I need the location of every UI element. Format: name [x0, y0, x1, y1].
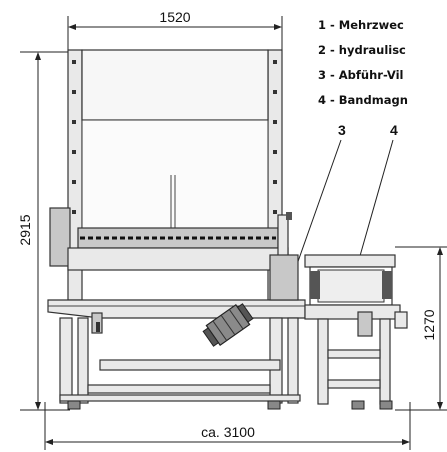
dimension-right-height: 1270 — [395, 246, 447, 411]
dimension-left-label: 2915 — [17, 214, 33, 245]
legend-item-1: 1 - Mehrzwec — [318, 18, 404, 32]
magnet-stand — [317, 311, 393, 410]
band-magnet — [304, 254, 408, 329]
base-frame — [59, 312, 301, 410]
press-section — [67, 212, 292, 271]
dimension-bottom-label: ca. 3100 — [201, 424, 255, 440]
legend-item-4: 4 - Bandmagn — [318, 93, 408, 107]
callout-3-label: 3 — [338, 122, 346, 138]
vibration-motor — [202, 303, 254, 347]
legend-item-3: 3 - Abführ-Vil — [318, 68, 403, 82]
dimension-bottom-width: ca. 3100 — [44, 402, 411, 450]
legend: 1 - Mehrzwec 2 - hydraulisc 3 - Abführ-V… — [318, 18, 408, 107]
callout-4-label: 4 — [390, 122, 398, 138]
dimension-top-label: 1520 — [159, 9, 190, 25]
drive-motor-box — [49, 207, 71, 267]
dimension-right-label: 1270 — [421, 309, 437, 340]
dimension-top-width: 1520 — [67, 9, 283, 50]
legend-item-2: 2 - hydraulisc — [318, 43, 406, 57]
